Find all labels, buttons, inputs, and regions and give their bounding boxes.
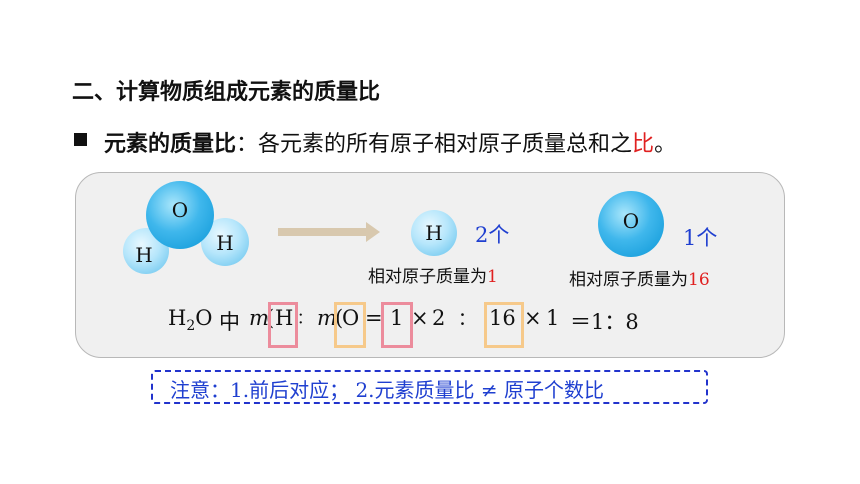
formula-h: H (168, 306, 187, 330)
formula-result: ＝1：8 (570, 310, 639, 334)
oxygen-mass: 16 (688, 270, 710, 290)
formula-m2: m (317, 306, 337, 330)
formula-zhong: 中 (219, 310, 240, 334)
formula-m1: m (249, 306, 269, 330)
formula-o-count: 1 (546, 306, 560, 330)
hydrogen-count: 2个 (475, 223, 510, 247)
hydrogen-caption: 相对原子质量为1 (368, 262, 498, 287)
arrow-shaft (278, 228, 368, 236)
formula-equals: = (365, 306, 383, 330)
molecule-h1-label: H (135, 243, 153, 267)
oxygen-count: 1个 (683, 226, 718, 250)
formula-o: O (195, 306, 213, 330)
definition-term: 元素的质量比 (104, 132, 237, 157)
formula-colon: ： (458, 309, 476, 330)
formula-separator: ： (297, 309, 313, 327)
arrow-right-icon (366, 222, 380, 242)
molecule-oxygen-atom: O (146, 181, 214, 249)
formula-paren-open2: ( (335, 306, 344, 330)
definition-colon: ： (236, 132, 259, 157)
formula-times2: × (524, 306, 542, 330)
hydrogen-atom-label: H (425, 221, 443, 245)
formula-o-mass: 16 (489, 306, 516, 330)
definition-line: 元素的质量比：各元素的所有原子相对原子质量总和之比。 (104, 126, 676, 158)
formula-h2o: H2O (168, 306, 212, 334)
formula-subscript: 2 (186, 318, 196, 335)
definition-highlight: 比 (632, 132, 655, 157)
formula-h-mass: 1 (390, 306, 404, 330)
oxygen-caption: 相对原子质量为16 (569, 265, 710, 290)
oxygen-atom: O (598, 191, 664, 257)
definition-body: 各元素的所有原子相对原子质量总和之 (258, 132, 633, 157)
highlight-box-o-mass (484, 302, 524, 348)
highlight-box-h-element (268, 302, 298, 348)
molecule-h2-label: H (216, 231, 234, 255)
formula-o-element: O (342, 306, 360, 330)
note-box (151, 370, 708, 404)
formula-h-count: 2 (432, 306, 446, 330)
oxygen-atom-label: O (622, 209, 640, 233)
formula-times1: × (411, 306, 429, 330)
formula-h-element: H (275, 306, 294, 330)
note-text: 注意：1.前后对应； 2.元素质量比 ≠ 原子个数比 (170, 378, 604, 402)
hydrogen-caption-text: 相对原子质量为 (368, 267, 487, 287)
highlight-box-h-mass (381, 302, 413, 348)
molecule-o-label: O (171, 198, 189, 222)
hydrogen-atom: H (411, 210, 457, 256)
bullet-square-icon (74, 133, 87, 146)
definition-end: 。 (654, 132, 677, 157)
oxygen-caption-text: 相对原子质量为 (569, 270, 688, 290)
hydrogen-mass: 1 (487, 267, 498, 287)
highlight-box-o-element (334, 302, 366, 348)
section-title: 二、计算物质组成元素的质量比 (72, 80, 381, 105)
